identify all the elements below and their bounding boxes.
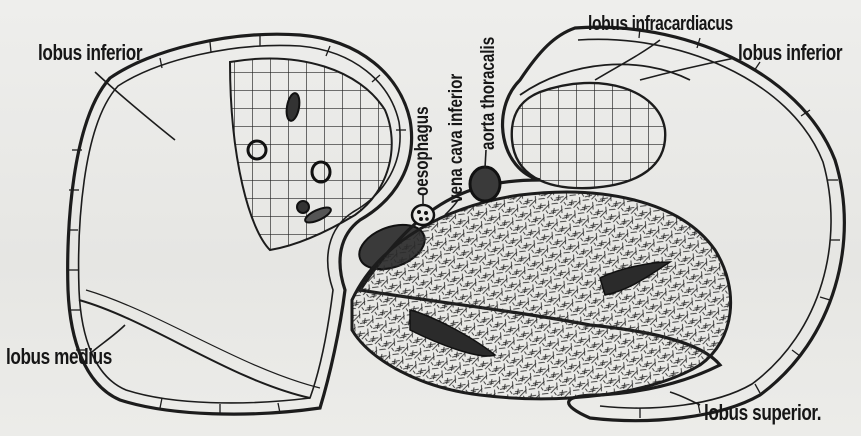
label-lobus-inferior-right: lobus inferior <box>738 42 842 64</box>
label-vena-cava-inferior: vena cava inferior <box>447 74 466 203</box>
oesophagus-marker <box>412 205 434 225</box>
label-lobus-medius: lobus medius <box>6 346 112 368</box>
heart-section <box>352 192 731 399</box>
label-lobus-superior: lobus superior. <box>704 402 821 424</box>
label-lobus-inferior-left: lobus inferior <box>38 42 142 64</box>
aorta-marker <box>470 167 500 201</box>
label-oesophagus: oesophagus <box>413 106 432 196</box>
label-aorta-thoracalis: aorta thoracalis <box>479 37 498 150</box>
label-lobus-infracardiacus: lobus infracardiacus <box>588 14 733 34</box>
